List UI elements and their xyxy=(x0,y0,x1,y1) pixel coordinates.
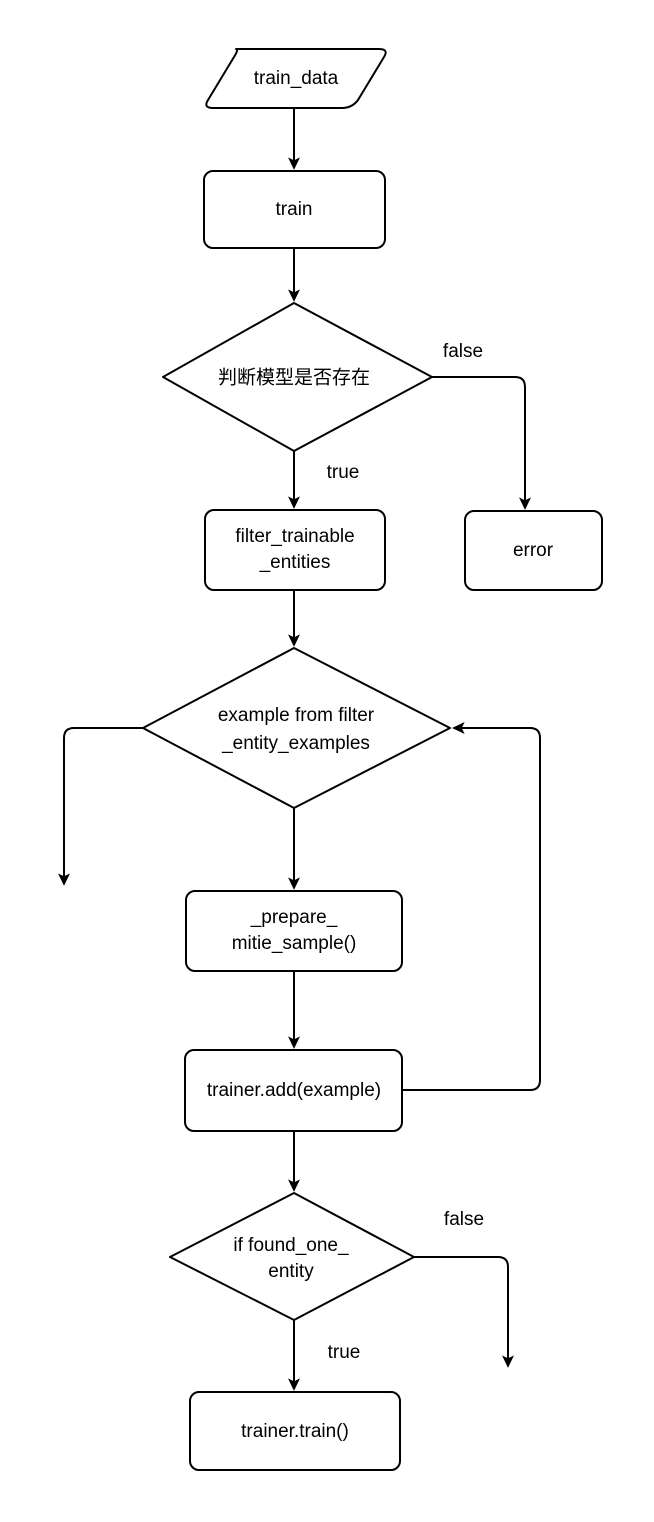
prepare-mitie-sample-label-line1: _prepare_ xyxy=(250,907,338,928)
edge-label-model-exists-true: true xyxy=(327,462,360,483)
found-one-entity-shape xyxy=(169,1192,415,1321)
train-label: train xyxy=(276,199,313,220)
trainer-add-label: trainer.add(example) xyxy=(207,1080,381,1101)
example-loop-shape xyxy=(142,647,451,809)
found-one-entity-label-line1: if found_one_ xyxy=(233,1235,349,1256)
model-exists-shape xyxy=(162,302,433,452)
node-trainer-train[interactable]: trainer.train() xyxy=(189,1391,401,1471)
node-example-loop[interactable]: example from filter _entity_examples xyxy=(142,647,451,809)
node-model-exists[interactable]: 判断模型是否存在 xyxy=(162,302,433,452)
filter-trainable-entities-label-line2: _entities xyxy=(259,552,331,573)
edge-trainer-add-loopback xyxy=(402,722,541,1091)
node-trainer-add[interactable]: trainer.add(example) xyxy=(184,1049,403,1132)
trainer-train-shape xyxy=(189,1391,401,1471)
example-loop-label-line1: example from filter xyxy=(218,705,375,726)
error-shape xyxy=(464,510,603,591)
model-exists-label: 判断模型是否存在 xyxy=(218,367,370,389)
prepare-mitie-sample-label-line2: mitie_sample() xyxy=(232,933,357,954)
example-loop-label-line2: _entity_examples xyxy=(221,733,370,754)
node-train[interactable]: train xyxy=(203,170,386,249)
trainer-train-label: trainer.train() xyxy=(241,1421,349,1442)
node-found-one-entity[interactable]: if found_one_ entity xyxy=(169,1192,415,1321)
edge-label-found-one-entity-true: true xyxy=(328,1342,361,1363)
node-error[interactable]: error xyxy=(464,510,603,591)
trainer-add-shape xyxy=(184,1049,403,1132)
filter-trainable-entities-shape xyxy=(204,509,386,591)
edge-model-exists-false-to-error xyxy=(432,376,531,510)
node-filter-trainable-entities[interactable]: filter_trainable _entities xyxy=(204,509,386,591)
edge-label-found-one-entity-false: false xyxy=(444,1209,484,1230)
error-label: error xyxy=(513,540,554,561)
train-data-shape xyxy=(205,48,387,109)
node-prepare-mitie-sample[interactable]: _prepare_ mitie_sample() xyxy=(185,890,403,972)
train-shape xyxy=(203,170,386,249)
edges-group xyxy=(58,108,541,1391)
edge-label-model-exists-false: false xyxy=(443,341,483,362)
edge-example-loop-exit xyxy=(58,727,143,886)
edge-labels-group: false true false true xyxy=(327,341,484,1363)
prepare-mitie-sample-shape xyxy=(185,890,403,972)
filter-trainable-entities-label-line1: filter_trainable xyxy=(235,526,354,547)
found-one-entity-label-line2: entity xyxy=(268,1261,314,1282)
edge-found-one-entity-false-exit xyxy=(414,1256,514,1368)
train-data-label: train_data xyxy=(254,68,339,89)
node-train-data[interactable]: train_data xyxy=(205,48,387,109)
